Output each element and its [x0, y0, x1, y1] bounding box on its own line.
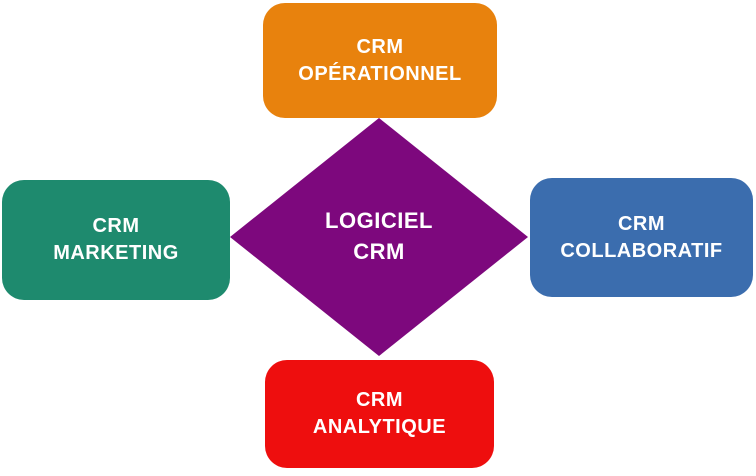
- center-label-line: CRM: [353, 239, 405, 264]
- node-label-line: ANALYTIQUE: [312, 416, 447, 438]
- node-label-line: CRM: [355, 389, 404, 411]
- node-crm-analytique: CRM ANALYTIQUE: [265, 360, 494, 468]
- node-label-line: OPÉRATIONNEL: [298, 62, 462, 85]
- node-crm-collaboratif: CRM COLLABORATIF: [530, 178, 753, 297]
- center-node-logiciel-crm: LOGICIEL CRM: [230, 118, 528, 356]
- node-label-line: COLLABORATIF: [560, 239, 723, 262]
- node-label-line: CRM: [356, 35, 404, 58]
- node-crm-operationnel: CRM OPÉRATIONNEL: [263, 3, 497, 118]
- node-crm-marketing: CRM MARKETING: [2, 180, 230, 300]
- node-label-line: CRM: [92, 215, 140, 237]
- node-label-line: CRM: [617, 212, 666, 235]
- node-label-line: MARKETING: [53, 242, 179, 264]
- center-label-line: LOGICIEL: [325, 208, 433, 234]
